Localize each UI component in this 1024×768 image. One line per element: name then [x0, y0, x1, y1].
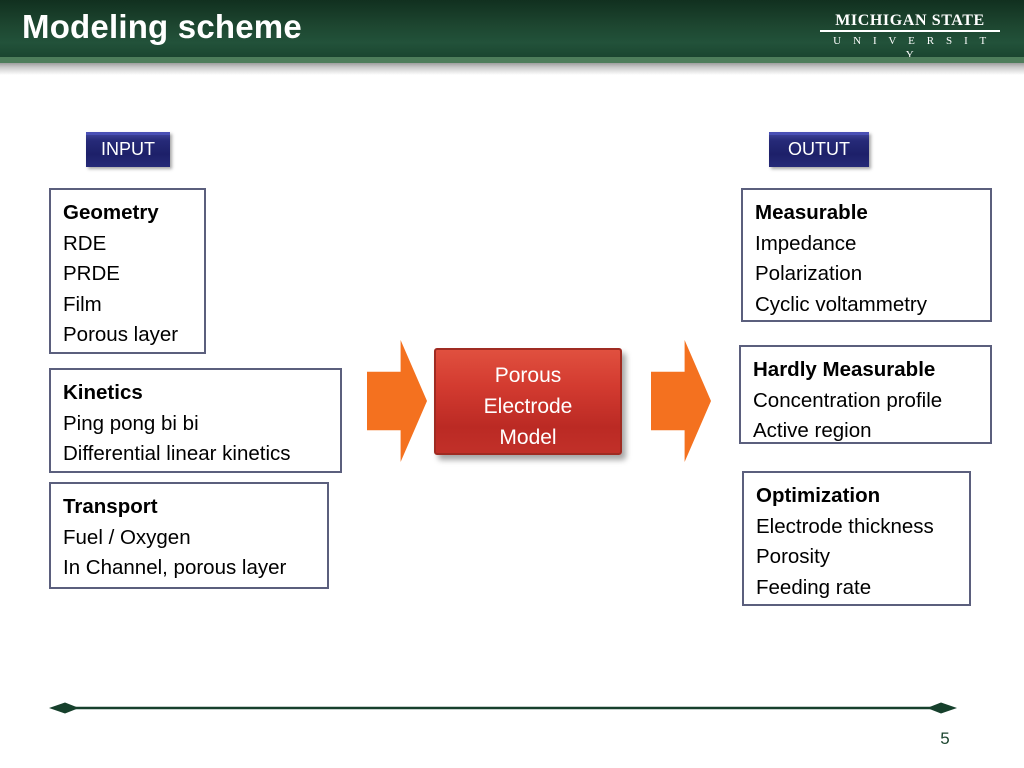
box-line: Impedance	[755, 231, 857, 255]
input-box-transport: Transport Fuel / Oxygen In Channel, poro…	[49, 482, 329, 589]
box-heading: Kinetics	[63, 381, 143, 404]
msu-logo-bottom-text: U N I V E R S I T Y	[833, 35, 991, 61]
box-line: Film	[63, 292, 102, 316]
box-line: Porosity	[756, 545, 831, 568]
model-line-2: Electrode	[483, 395, 573, 418]
box-line: Active region	[753, 419, 872, 442]
input-box-geometry: Geometry RDE PRDE Film Porous layer	[49, 188, 206, 354]
box-heading: Measurable	[755, 201, 868, 224]
box-line: Polarization	[755, 262, 863, 285]
box-line: Electrode thickness	[756, 514, 934, 538]
output-box-hardly-measurable: Hardly Measurable Concentration profile …	[739, 345, 992, 444]
box-line: In Channel, porous layer	[63, 556, 287, 579]
box-heading: Hardly Measurable	[753, 358, 936, 381]
output-box-measurable: Measurable Impedance Polarization Cyclic…	[741, 188, 992, 322]
input-box-kinetics: Kinetics Ping pong bi bi Differential li…	[49, 368, 342, 473]
box-line: PRDE	[63, 262, 120, 285]
box-heading: Optimization	[756, 484, 881, 507]
box-line: RDE	[63, 231, 107, 255]
double-headed-arrow-rule	[49, 702, 957, 714]
input-badge: INPUT	[86, 132, 170, 167]
output-box-optimization: Optimization Electrode thickness Porosit…	[742, 471, 971, 606]
msu-logo-top-text: MICHIGAN STATE	[820, 12, 1000, 32]
box-line: Differential linear kinetics	[63, 442, 291, 465]
msu-logo: MICHIGAN STATE U N I V E R S I T Y	[820, 12, 1000, 62]
arrow-right-icon	[651, 340, 711, 462]
page-title: Modeling scheme	[22, 8, 302, 45]
box-line: Cyclic voltammetry	[755, 292, 927, 316]
box-line: Porous layer	[63, 323, 179, 346]
header-shadow-fade	[0, 63, 1024, 75]
slide-header: Modeling scheme MICHIGAN STATE U N I V E…	[0, 0, 1024, 61]
arrow-right-icon	[367, 340, 427, 462]
model-line-1: Porous	[494, 364, 562, 387]
porous-electrode-model-box: Porous Electrode Model	[434, 348, 622, 455]
box-line: Concentration profile	[753, 388, 943, 412]
box-heading: Transport	[63, 495, 158, 518]
box-line: Fuel / Oxygen	[63, 525, 191, 549]
box-heading: Geometry	[63, 201, 159, 224]
box-line: Ping pong bi bi	[63, 411, 199, 435]
output-badge: OUTUT	[769, 132, 869, 167]
model-line-3: Model	[499, 426, 557, 449]
page-number: 5	[940, 729, 950, 748]
header-accent-strip	[0, 57, 1024, 63]
box-line: Feeding rate	[756, 575, 872, 599]
